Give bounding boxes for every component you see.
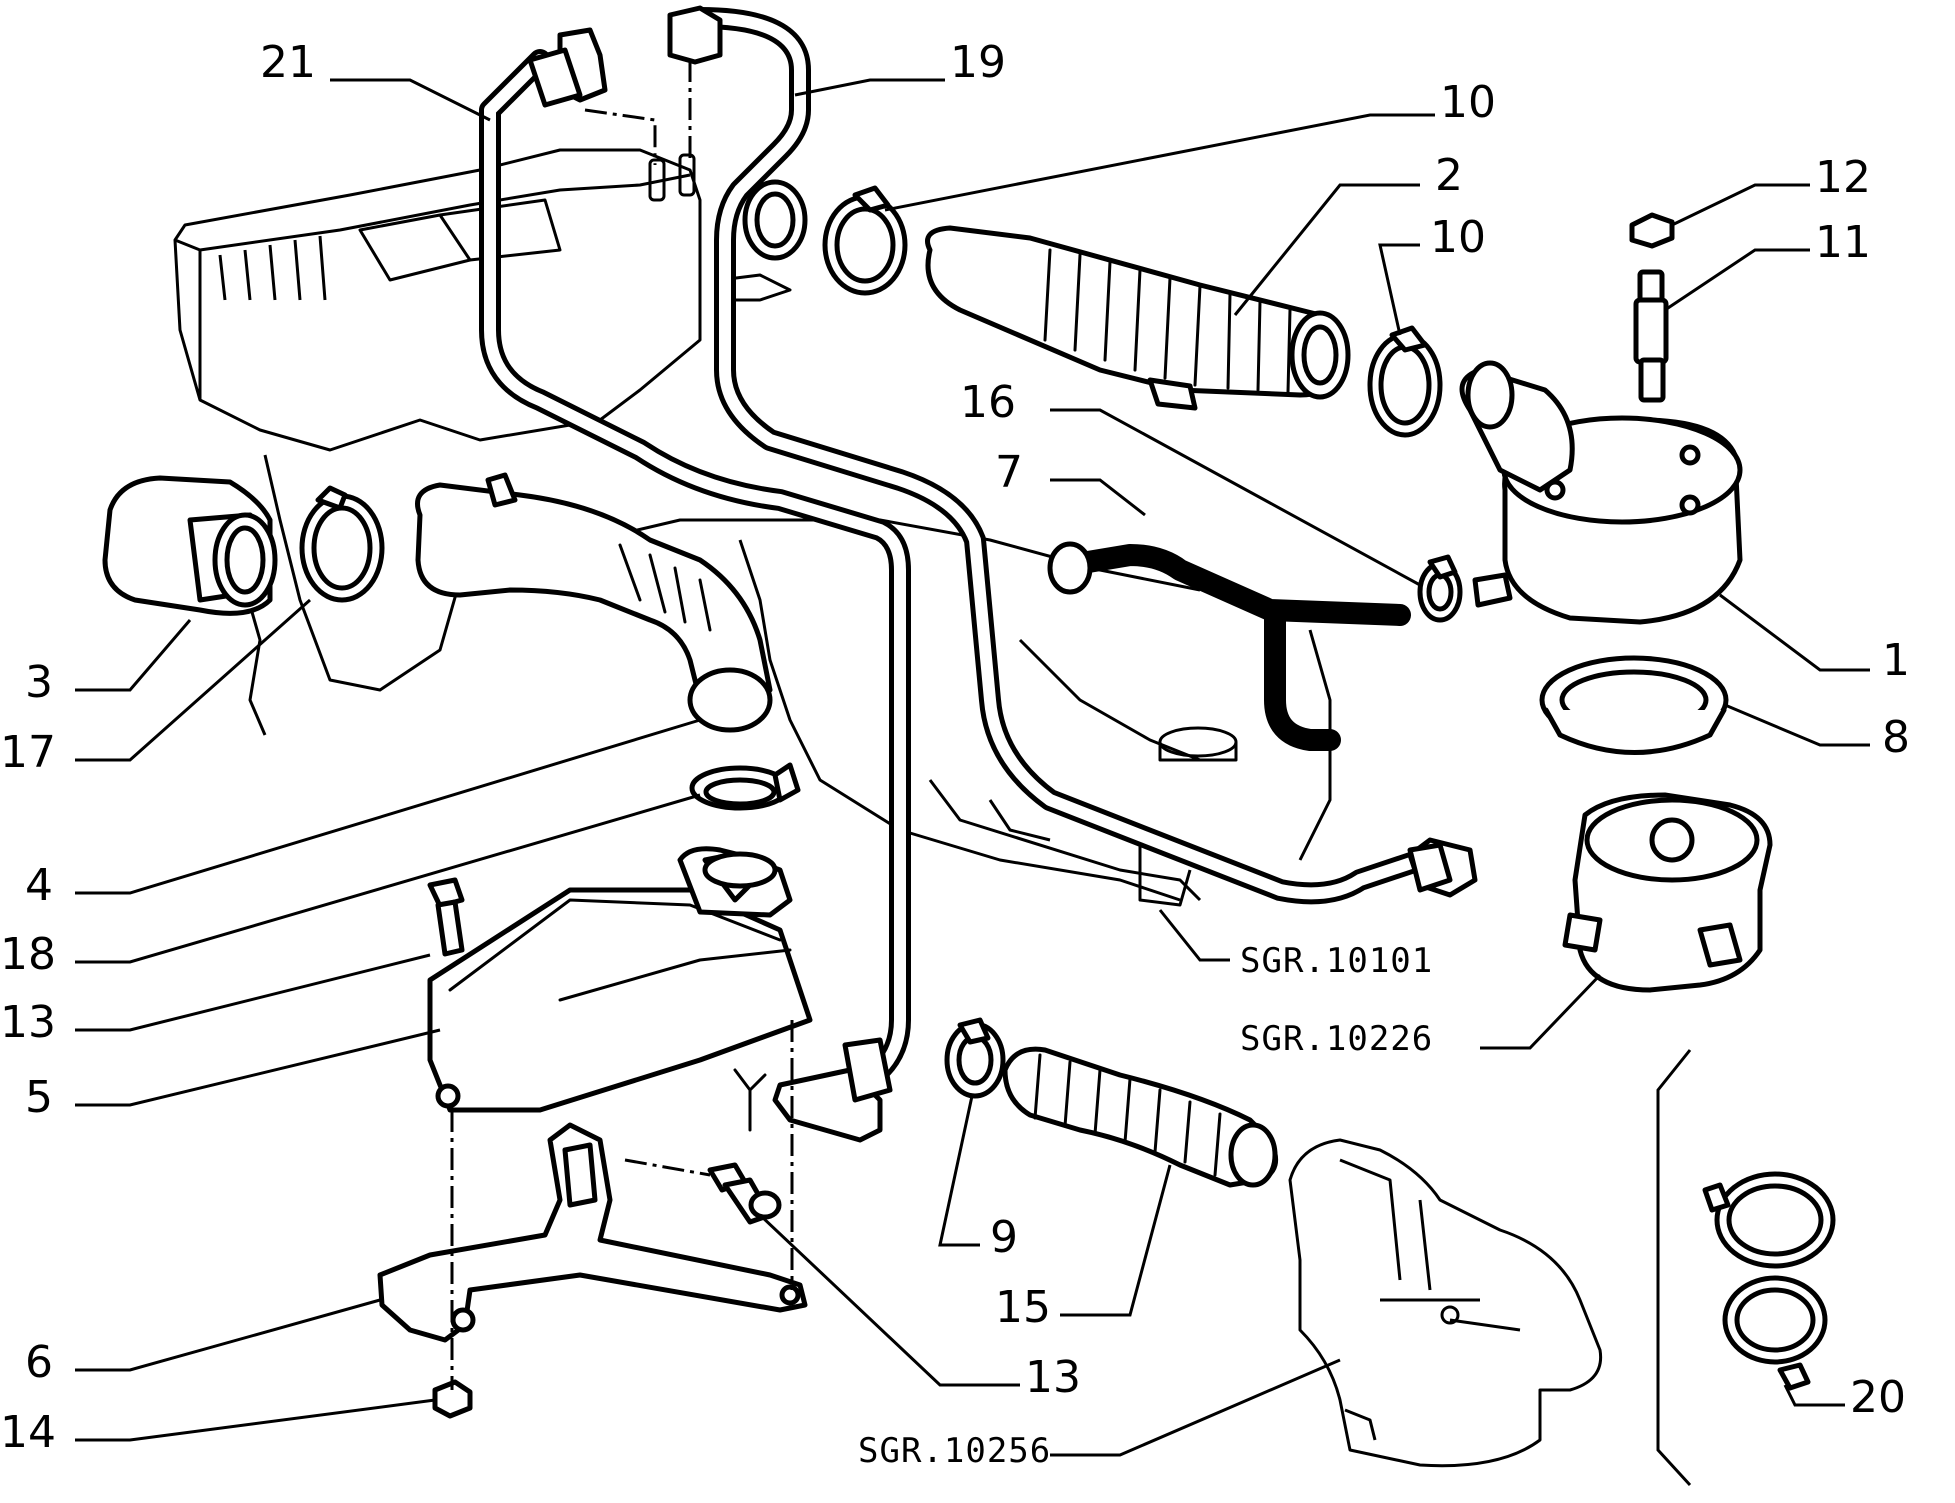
callout-8: 8 — [1882, 712, 1910, 763]
breather-pipe-19 — [584, 5, 1478, 905]
air-cleaner-1 — [1459, 360, 1743, 625]
throttle-neck — [742, 179, 808, 261]
callout-18: 18 — [0, 929, 56, 980]
nut-12 — [1629, 212, 1675, 249]
callout-11: 11 — [1815, 217, 1871, 268]
clamp-9 — [944, 1017, 1006, 1099]
callout-labels: 1 2 3 4 5 6 7 8 9 10 10 11 12 13 13 14 1… — [0, 37, 1910, 1458]
callout-7: 7 — [995, 447, 1023, 498]
reference-sgr-10256: SGR.10256 — [858, 1431, 1051, 1471]
reference-sgr-10226: SGR.10226 — [1240, 1019, 1433, 1059]
callout-14: 14 — [0, 1407, 56, 1458]
callout-12: 12 — [1815, 152, 1871, 203]
callout-9: 9 — [990, 1212, 1018, 1263]
reference-sgr-10101: SGR.10101 — [1240, 941, 1433, 981]
callout-10-lower: 10 — [1430, 212, 1486, 263]
elbow-hose-4 — [415, 472, 773, 733]
engine-block-outline — [173, 148, 1332, 907]
callout-20: 20 — [1850, 1372, 1906, 1423]
clamp-20 — [1702, 1171, 1836, 1391]
callout-21: 21 — [260, 37, 316, 88]
leader-lines — [75, 78, 1870, 1457]
callout-6: 6 — [25, 1337, 53, 1388]
callout-15: 15 — [995, 1282, 1051, 1333]
callout-16: 16 — [960, 377, 1016, 428]
callout-5: 5 — [25, 1072, 53, 1123]
breather-pipe-21 — [479, 27, 911, 1143]
resonator-box-5 — [427, 846, 813, 1113]
corrugated-hose-2 — [925, 225, 1351, 411]
bolt-13-lower — [707, 1162, 782, 1225]
corrugated-hose-15 — [1002, 1046, 1279, 1188]
air-meter-3 — [102, 475, 278, 616]
callout-10-upper: 10 — [1440, 77, 1496, 128]
callout-3: 3 — [25, 657, 53, 708]
reference-labels: SGR.10101 SGR.10226 SGR.10256 — [858, 941, 1433, 1471]
alignment-lines — [450, 1020, 794, 1390]
stud-11 — [1633, 269, 1669, 403]
callout-19: 19 — [950, 37, 1006, 88]
callout-13-upper: 13 — [0, 997, 56, 1048]
seal-ring-8 — [1539, 655, 1729, 755]
callout-2: 2 — [1435, 150, 1463, 201]
callout-4: 4 — [25, 860, 53, 911]
inset-frame — [1656, 1049, 1692, 1487]
nut-14 — [432, 1379, 473, 1419]
callout-13-lower: 13 — [1025, 1352, 1081, 1403]
clamp-17 — [299, 485, 385, 603]
callout-17: 17 — [0, 727, 56, 778]
bracket-6 — [377, 1122, 808, 1343]
clamp-10-upper — [822, 185, 908, 296]
carburettor — [1562, 792, 1773, 993]
callout-1: 1 — [1882, 635, 1910, 686]
clamp-18 — [689, 762, 801, 811]
exhaust-manifold — [1288, 1138, 1603, 1468]
branch-hose-7 — [1047, 541, 1411, 751]
bolt-13-upper — [427, 877, 465, 957]
clamp-16 — [1417, 554, 1463, 623]
clamp-10-lower — [1367, 325, 1443, 438]
